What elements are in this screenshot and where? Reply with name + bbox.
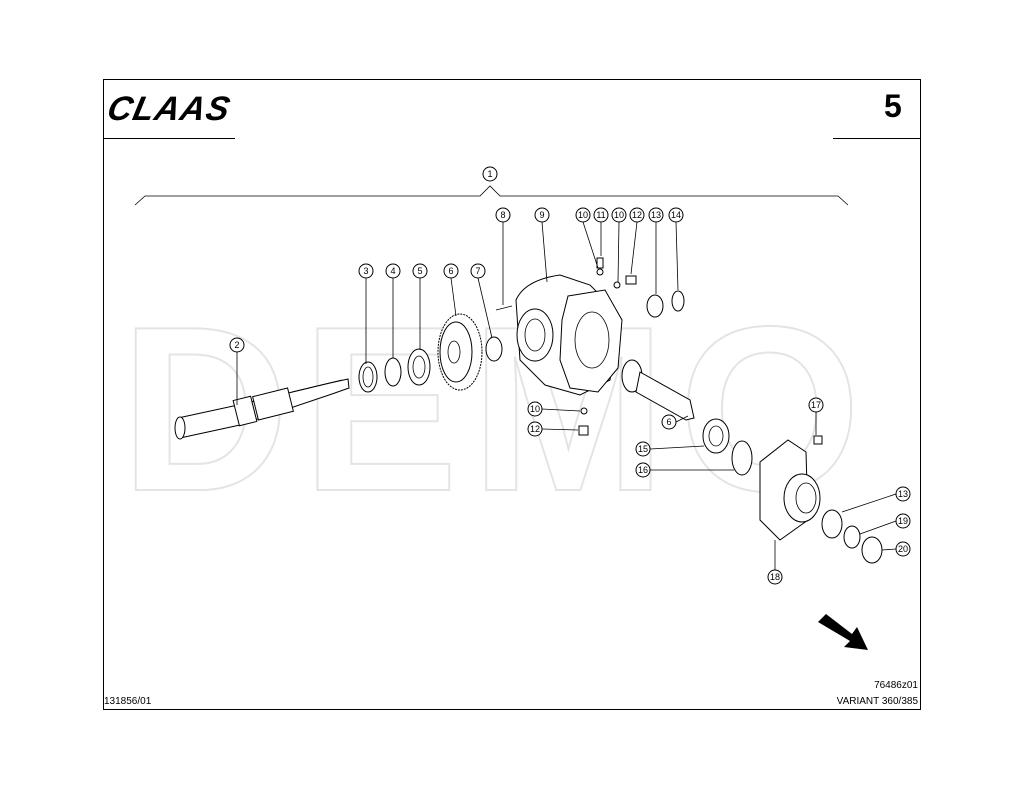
bearing-15 <box>702 418 730 454</box>
callout-14: 14 <box>668 207 684 223</box>
svg-text:17: 17 <box>811 400 821 410</box>
svg-text:11: 11 <box>596 210 605 220</box>
callout-20: 20 <box>895 541 911 557</box>
assembly-bracket <box>134 185 849 206</box>
svg-text:10: 10 <box>614 210 624 220</box>
callout-5: 5 <box>412 263 428 279</box>
callout-4: 4 <box>385 263 401 279</box>
callout-3: 3 <box>358 263 374 279</box>
svg-text:3: 3 <box>363 266 368 276</box>
page-number: 5 <box>884 88 902 124</box>
bolt-8 <box>495 305 513 311</box>
drawing-code: 131856/01 <box>104 696 152 707</box>
callout-10: 10 <box>575 207 591 223</box>
svg-text:9: 9 <box>539 210 544 220</box>
svg-text:2: 2 <box>234 340 239 350</box>
callout-19: 19 <box>895 513 911 529</box>
svg-text:19: 19 <box>898 516 908 526</box>
svg-text:8: 8 <box>500 210 505 220</box>
screw-17 <box>813 435 823 445</box>
figure-code: 76486z01 <box>874 680 918 691</box>
svg-text:13: 13 <box>651 210 661 220</box>
seal-ring-3 <box>358 361 378 393</box>
callout-13b: 13 <box>895 486 911 502</box>
arrow-down-right-icon <box>818 614 868 650</box>
callout-6: 6 <box>443 263 459 279</box>
washer-20 <box>861 536 883 564</box>
bearing-5 <box>407 348 431 386</box>
gearbox-housing-9 <box>515 274 623 396</box>
drawing-frame <box>103 79 921 710</box>
variant-label: VARIANT 360/385 <box>836 696 918 707</box>
svg-text:15: 15 <box>638 444 648 454</box>
callout-6b: 6 <box>661 414 677 430</box>
ring-4 <box>384 357 402 387</box>
nut-7 <box>485 336 503 362</box>
callout-8: 8 <box>495 207 511 223</box>
bearing-13b <box>821 509 843 539</box>
callout-1: 1 <box>482 166 498 182</box>
callout-7: 7 <box>470 263 486 279</box>
bearing-13 <box>646 294 664 318</box>
bevel-gear-6 <box>437 313 483 391</box>
leader-lines <box>236 221 897 570</box>
nut-19 <box>843 525 861 549</box>
svg-text:16: 16 <box>638 465 648 475</box>
breather-11 <box>596 257 604 269</box>
svg-text:7: 7 <box>475 266 480 276</box>
svg-text:1: 1 <box>487 169 492 179</box>
callout-12b: 12 <box>527 421 543 437</box>
callout-10b: 10 <box>611 207 627 223</box>
svg-text:20: 20 <box>898 544 908 554</box>
callout-13: 13 <box>648 207 664 223</box>
callout-9: 9 <box>534 207 550 223</box>
callout-18: 18 <box>767 569 783 585</box>
svg-text:10: 10 <box>530 404 540 414</box>
callout-12: 12 <box>629 207 645 223</box>
callout-11: 11 <box>593 207 609 223</box>
svg-text:14: 14 <box>671 210 681 220</box>
flange-housing-18 <box>759 439 821 541</box>
pinion-shaft-6 <box>621 359 695 421</box>
callout-10c: 10 <box>527 401 543 417</box>
ring-14 <box>671 290 685 312</box>
input-shaft <box>174 378 350 440</box>
callout-17: 17 <box>808 397 824 413</box>
svg-text:18: 18 <box>770 572 780 582</box>
svg-text:12: 12 <box>632 210 642 220</box>
logo-underline <box>103 138 235 139</box>
plug-12b <box>578 425 589 436</box>
washer-10b <box>613 281 621 289</box>
o-ring-16 <box>731 440 753 476</box>
svg-text:4: 4 <box>390 266 395 276</box>
callout-16: 16 <box>635 462 651 478</box>
washer-10c <box>580 407 588 415</box>
washer-10 <box>596 268 604 276</box>
svg-text:12: 12 <box>530 424 540 434</box>
svg-text:5: 5 <box>417 266 422 276</box>
page-number-underline <box>833 138 921 139</box>
plug-12 <box>625 275 637 285</box>
svg-text:10: 10 <box>578 210 588 220</box>
svg-text:6: 6 <box>448 266 453 276</box>
svg-text:13: 13 <box>898 489 908 499</box>
callout-15: 15 <box>635 441 651 457</box>
callout-2: 2 <box>229 337 245 353</box>
svg-text:6: 6 <box>666 417 671 427</box>
